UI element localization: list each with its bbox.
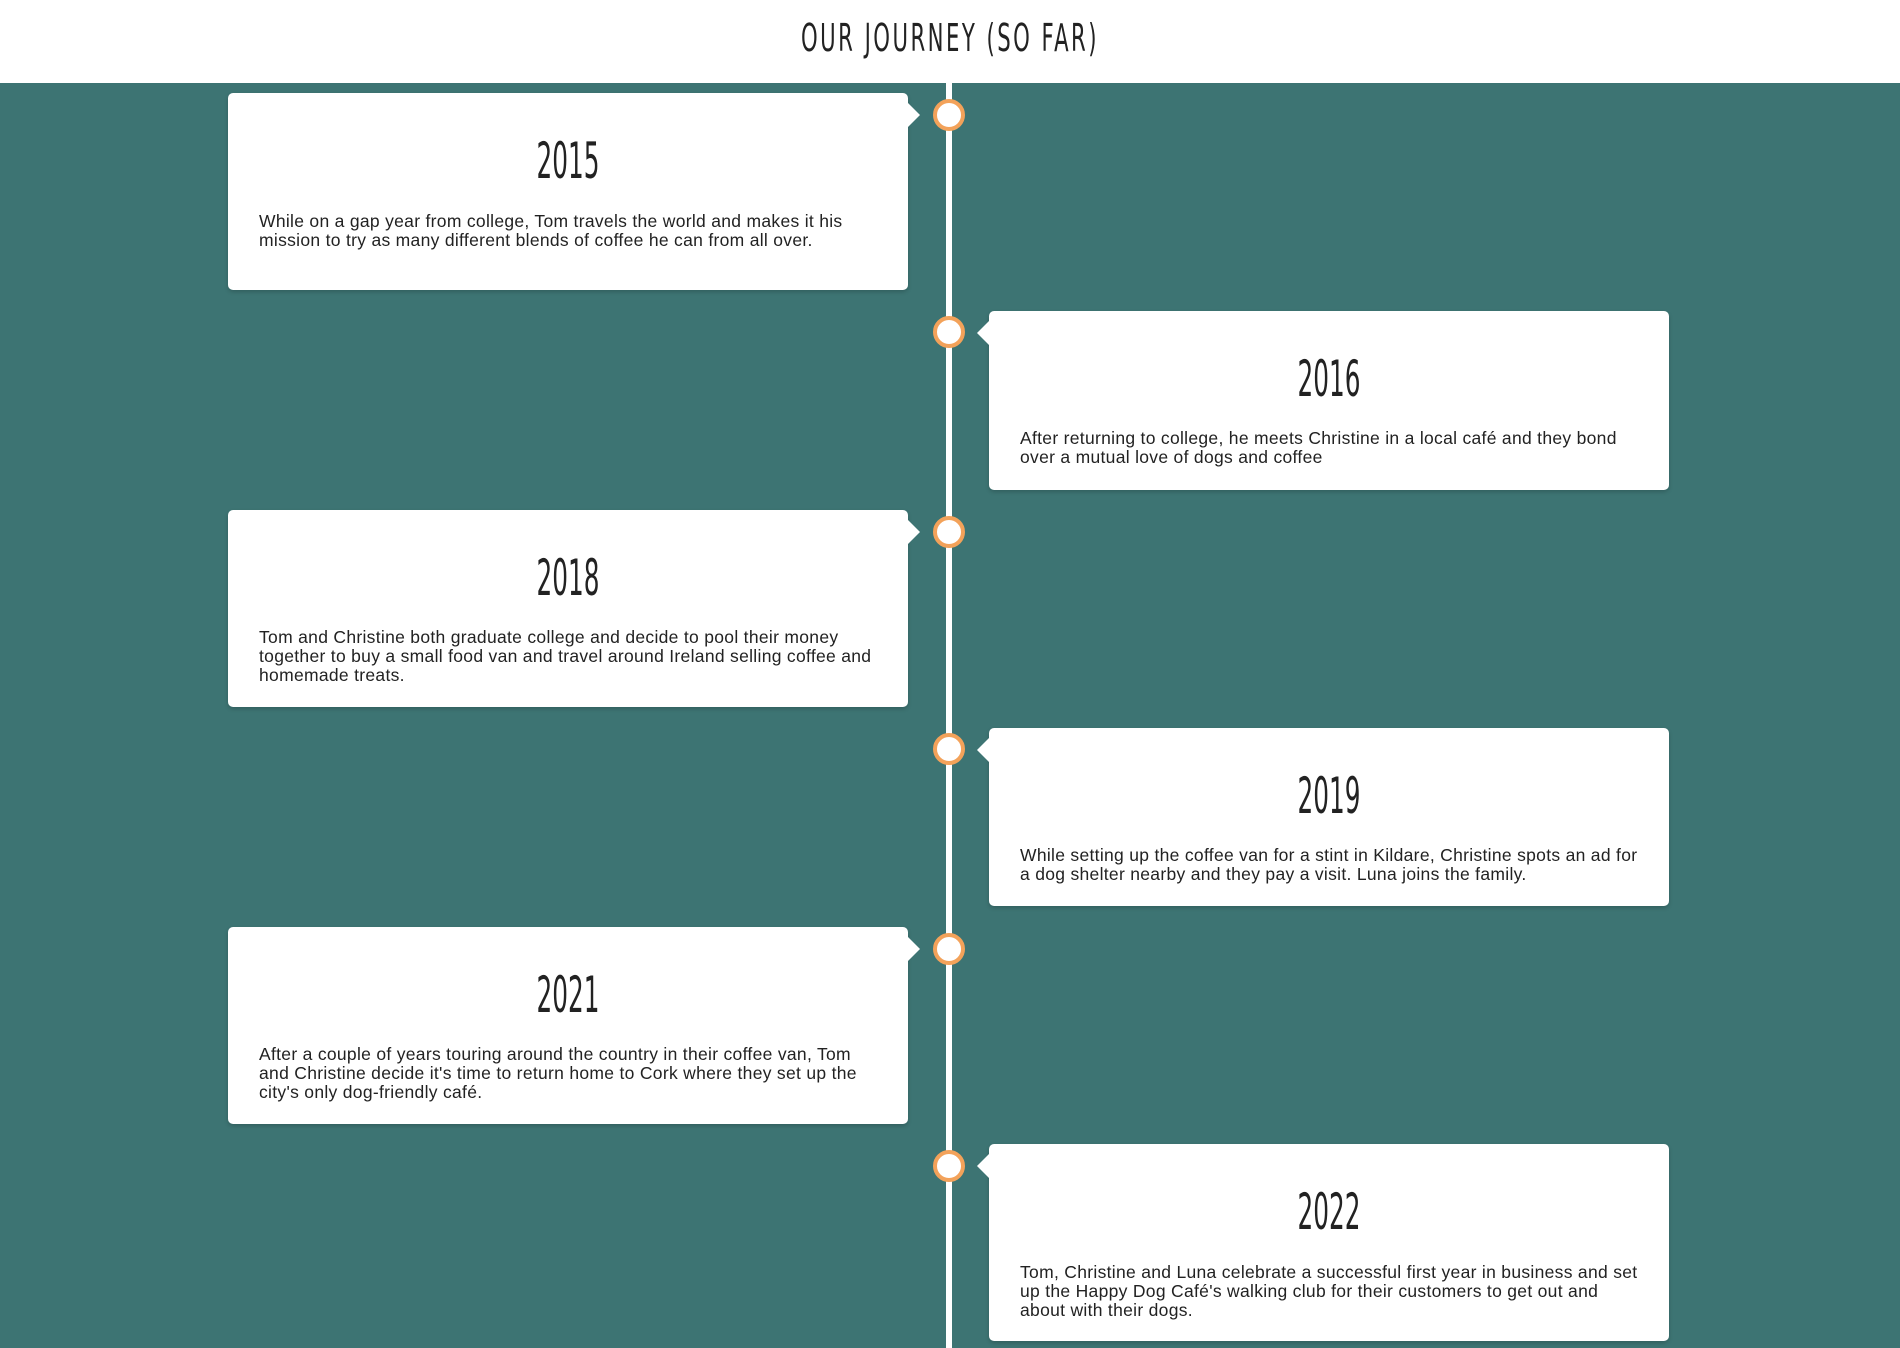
timeline-year: 2016 <box>1297 350 1361 408</box>
timeline-marker <box>933 733 965 765</box>
timeline-card-2015: 2015 While on a gap year from college, T… <box>228 93 920 290</box>
timeline-text: Tom, Christine and Luna celebrate a succ… <box>1020 1262 1638 1320</box>
timeline-card-2022: 2022 Tom, Christine and Luna celebrate a… <box>977 1144 1669 1341</box>
timeline-line <box>946 83 952 1348</box>
page-title: OUR JOURNEY (SO FAR) <box>800 16 1100 60</box>
timeline-text: While setting up the coffee van for a st… <box>1020 845 1638 884</box>
timeline-year: 2018 <box>536 549 600 607</box>
timeline-year: 2022 <box>1297 1183 1361 1241</box>
timeline-card-2021: 2021 After a couple of years touring aro… <box>228 927 920 1124</box>
timeline-marker <box>933 99 965 131</box>
timeline-year: 2019 <box>1297 767 1361 825</box>
timeline-marker <box>933 516 965 548</box>
timeline-marker <box>933 933 965 965</box>
timeline-marker <box>933 316 965 348</box>
timeline-card-2019: 2019 While setting up the coffee van for… <box>977 728 1669 906</box>
timeline-text: After a couple of years touring around t… <box>259 1044 857 1102</box>
timeline-text: Tom and Christine both graduate college … <box>259 627 872 685</box>
page-header: OUR JOURNEY (SO FAR) <box>0 0 1900 83</box>
timeline-marker <box>933 1150 965 1182</box>
timeline-text: While on a gap year from college, Tom tr… <box>259 211 843 250</box>
timeline-year: 2015 <box>536 132 600 190</box>
timeline-year: 2021 <box>536 966 600 1024</box>
timeline-card-2016: 2016 After returning to college, he meet… <box>977 311 1669 490</box>
timeline-text: After returning to college, he meets Chr… <box>1020 428 1617 467</box>
timeline-card-2018: 2018 Tom and Christine both graduate col… <box>228 510 920 707</box>
